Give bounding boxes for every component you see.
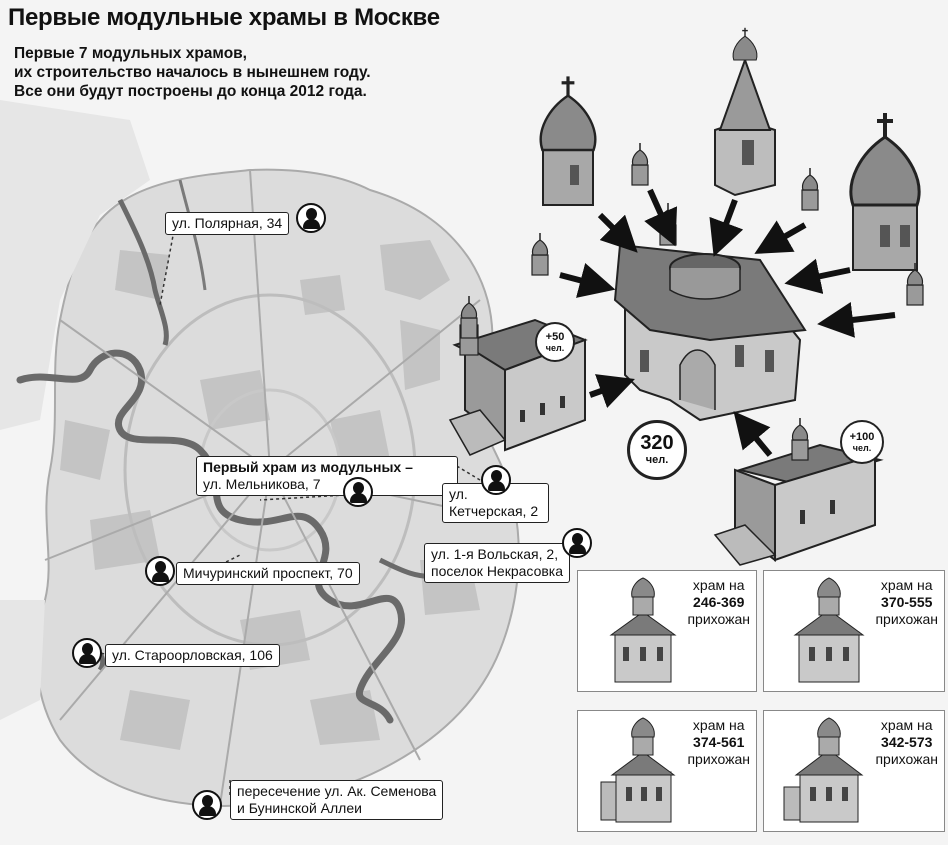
- variant-range: 370-555: [881, 594, 933, 610]
- person-pin-icon: [562, 528, 592, 558]
- add-large-badge: +100 чел.: [840, 420, 884, 464]
- variant-range: 246-369: [693, 594, 745, 610]
- park-areas: [60, 240, 480, 750]
- add-large-number: +100: [849, 431, 875, 443]
- person-pin-icon: [72, 638, 102, 668]
- capacity-unit: чел.: [645, 454, 669, 466]
- add-small-unit: чел.: [545, 343, 565, 353]
- variant-card-3: храм на 374-561 прихожан: [577, 710, 757, 832]
- page-title: Первые модульные храмы в Москве: [8, 4, 440, 31]
- church-variant-icon: [600, 717, 676, 823]
- moskva-river: [16, 349, 406, 724]
- variant-range: 342-573: [881, 734, 933, 750]
- location-label: ул. Староорловская, 106: [112, 647, 273, 663]
- location-semenova: пересечение ул. Ак. Семенова и Бунинской…: [230, 780, 444, 820]
- location-label-2: поселок Некрасовка: [431, 563, 564, 579]
- person-pin-icon: [145, 556, 175, 586]
- variant-unit: прихожан: [687, 611, 750, 627]
- location-label: ул. Мельникова, 7: [203, 476, 321, 492]
- first-temple-label: Первый храм из модульных –: [203, 459, 413, 475]
- location-label: Мичуринский проспект, 70: [183, 565, 353, 581]
- subtitle-line-2: их строительство началось в нынешнем год…: [14, 64, 371, 81]
- capacity-badge: 320 чел.: [627, 420, 687, 480]
- variant-card-2: храм на 370-555 прихожан: [763, 570, 945, 692]
- variant-label: храм на: [880, 577, 933, 593]
- location-staroorlovskaya: ул. Староорловская, 106: [105, 644, 280, 667]
- location-volskaya: ул. 1-я Вольская, 2, поселок Некрасовка: [424, 543, 571, 583]
- subtitle: Первые 7 модульных храмов, их строительс…: [14, 44, 371, 101]
- church-variant-icon: [609, 577, 677, 683]
- location-label-2: Кетчерская, 2: [449, 503, 539, 519]
- location-label-1: ул.: [449, 486, 468, 502]
- variant-range: 374-561: [693, 734, 745, 750]
- capacity-number: 320: [640, 432, 674, 454]
- variant-unit: прихожан: [687, 751, 750, 767]
- variant-card-4: храм на 342-573 прихожан: [763, 710, 945, 832]
- add-small-badge: +50 чел.: [535, 322, 575, 362]
- person-pin-icon: [296, 203, 326, 233]
- person-pin-icon: [481, 465, 511, 495]
- location-melnikova: Первый храм из модульных – ул. Мельников…: [196, 456, 458, 496]
- location-michurinsky: Мичуринский проспект, 70: [176, 562, 360, 585]
- location-polyarnaya: ул. Полярная, 34: [165, 212, 290, 235]
- add-large-unit: чел.: [852, 443, 872, 453]
- person-pin-icon: [192, 790, 222, 820]
- church-variant-icon: [783, 717, 864, 823]
- subtitle-line-1: Первые 7 модульных храмов,: [14, 45, 247, 62]
- location-label-1: пересечение ул. Ак. Семенова: [237, 783, 437, 799]
- variant-label: храм на: [880, 717, 933, 733]
- church-variant-icon: [793, 577, 865, 683]
- add-small-number: +50: [545, 331, 565, 343]
- location-label: ул. Полярная, 34: [172, 215, 283, 231]
- variant-label: храм на: [692, 577, 745, 593]
- variant-unit: прихожан: [875, 611, 938, 627]
- variant-label: храм на: [692, 717, 745, 733]
- subtitle-line-3: Все они будут построены до конца 2012 го…: [14, 83, 367, 100]
- variant-unit: прихожан: [875, 751, 938, 767]
- location-label-2: и Бунинской Аллеи: [237, 800, 362, 816]
- person-pin-icon: [343, 477, 373, 507]
- variant-card-1: храм на 246-369 прихожан: [577, 570, 757, 692]
- location-label-1: ул. 1-я Вольская, 2,: [431, 546, 559, 562]
